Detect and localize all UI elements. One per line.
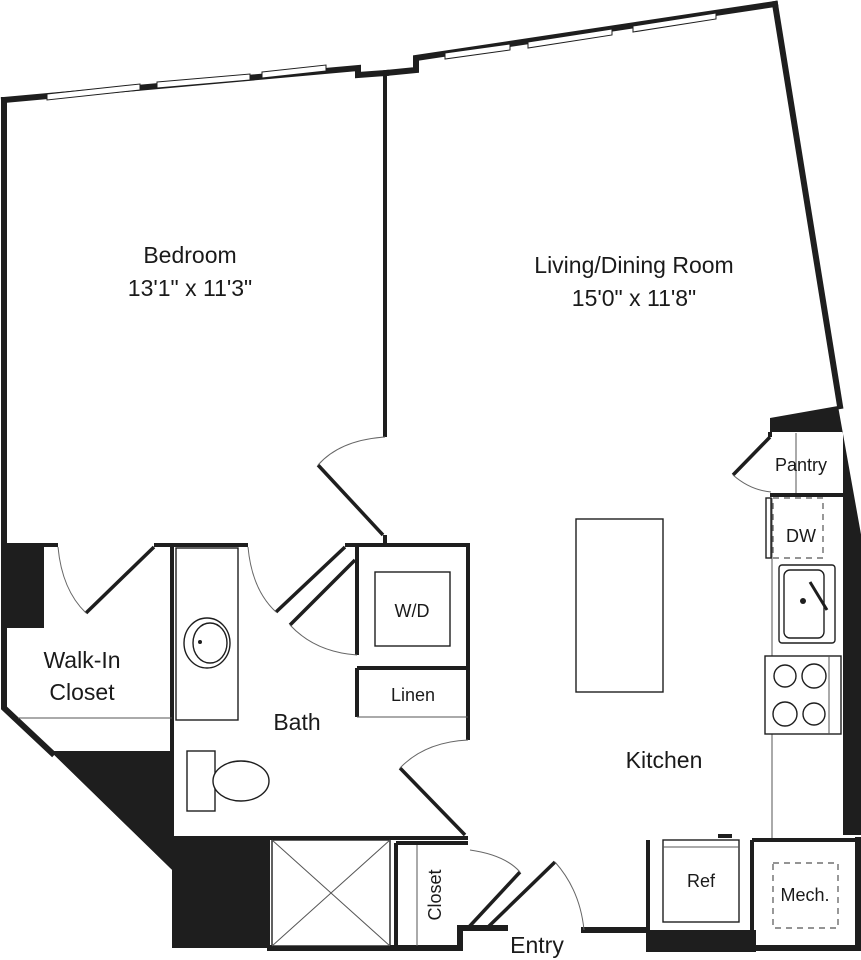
window	[156, 73, 251, 89]
closet-label: Closet	[425, 869, 445, 920]
bedroom-label: Bedroom	[143, 242, 236, 268]
entry-label: Entry	[510, 932, 564, 958]
ref-label: Ref	[687, 871, 716, 891]
bottom-wall-left	[267, 925, 508, 951]
structural-mass-right	[770, 406, 861, 835]
burner-icon	[802, 702, 826, 726]
column	[2, 543, 44, 628]
washer-dryer	[374, 571, 451, 647]
kitchen-island	[575, 518, 664, 693]
door-swing	[317, 436, 386, 466]
toilet-tank	[186, 750, 216, 812]
door-swing	[399, 739, 469, 769]
refrigerator	[662, 839, 740, 923]
dw-label: DW	[786, 526, 816, 546]
door-swing	[732, 474, 772, 493]
window	[261, 64, 327, 79]
walkin-label-2: Closet	[49, 679, 115, 705]
walkin-label-1: Walk-In	[43, 647, 120, 673]
burner-icon	[773, 664, 797, 688]
entry-door	[485, 860, 557, 930]
door-swing	[247, 546, 277, 613]
right-wall	[771, 0, 844, 410]
top-wall-living	[382, 0, 779, 77]
wd-label: W/D	[395, 601, 430, 621]
kitchen-label: Kitchen	[626, 747, 703, 773]
door-swing	[57, 546, 87, 614]
closet-door	[466, 870, 522, 930]
linen-label: Linen	[391, 685, 435, 705]
burner-icon	[772, 701, 798, 727]
door-swing	[554, 861, 585, 931]
window	[632, 12, 717, 33]
door-swing	[289, 624, 358, 656]
bath-door	[274, 545, 347, 614]
bath-kitchen-door	[398, 766, 467, 837]
wall-segment	[646, 930, 756, 952]
dishwasher	[772, 497, 824, 559]
bath-label: Bath	[273, 709, 320, 735]
window	[444, 43, 511, 60]
pantry-door	[731, 435, 772, 477]
left-wall	[0, 97, 57, 758]
window	[527, 28, 613, 49]
mech-label: Mech.	[780, 885, 829, 905]
burner-icon	[801, 663, 827, 689]
structural-mass-left	[52, 753, 270, 948]
living-dims: 15'0" x 11'8"	[572, 285, 696, 311]
walkin-closet-door	[84, 545, 156, 615]
living-label: Living/Dining Room	[534, 252, 733, 278]
pantry-label: Pantry	[775, 455, 827, 475]
window	[46, 83, 141, 101]
bedroom-door	[316, 463, 385, 537]
toilet-icon	[212, 760, 270, 802]
bedroom-dims: 13'1" x 11'3"	[128, 275, 252, 301]
door-swing	[469, 849, 521, 873]
wd-closet-door	[288, 558, 357, 627]
